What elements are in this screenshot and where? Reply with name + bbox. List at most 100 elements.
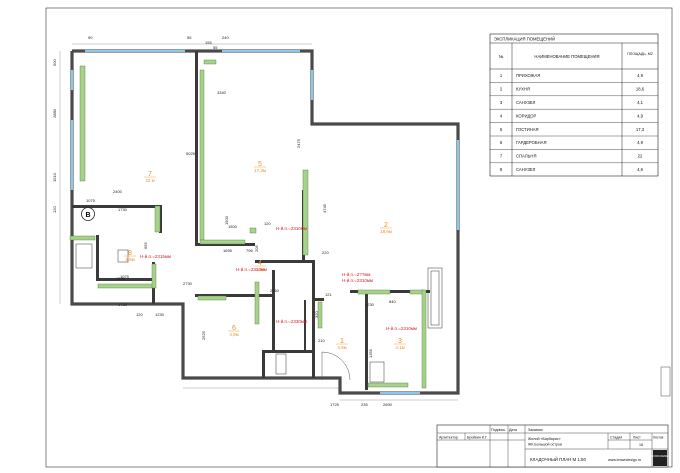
room-area: 4,6м xyxy=(125,257,134,262)
room-area: 4,9м xyxy=(255,267,264,272)
row-name: САНУЗЕЛ xyxy=(516,167,536,172)
dimension-label: 2525 xyxy=(201,330,206,340)
row-area: 4,6 xyxy=(637,167,643,172)
room-area: 4,9м xyxy=(229,332,238,337)
brand-logo xyxy=(653,450,667,466)
dimension-label: 240 xyxy=(222,35,229,40)
row-name: ГАРДЕРОБНАЯ xyxy=(516,140,546,145)
dimension-label: 2880 xyxy=(52,108,57,118)
row-number: 2 xyxy=(500,87,503,92)
dimension-label: 210 xyxy=(318,338,325,343)
green-partition xyxy=(254,281,260,325)
dimension-label: 2475 xyxy=(296,138,301,148)
explication-title: ЭКСПЛИКАЦИЯ ПОМЕЩЕНИЙ xyxy=(494,37,555,42)
door-swing xyxy=(321,351,351,381)
row-name: КОРИДОР xyxy=(516,113,537,118)
dimension-label: 121 xyxy=(325,292,332,297)
wall-segment xyxy=(72,205,162,208)
stage-label: Стадия xyxy=(610,436,622,440)
dimension-label: 1075 xyxy=(120,274,130,279)
ceiling-height-label: Н-й.п.=2310мм xyxy=(276,225,307,231)
drawing-title: КЛАДОЧНЫЙ ПЛАН М 1:50 xyxy=(530,457,587,462)
green-partition xyxy=(367,382,409,388)
row-number: 1 xyxy=(500,73,503,78)
wall-segment xyxy=(312,260,315,378)
explication-row: 2 КУХНЯ 18,6 xyxy=(500,87,645,92)
green-partition xyxy=(357,289,391,295)
wall-segment xyxy=(195,294,275,297)
title-block: Подпись Дата Заказчик Архитектор Бройкин… xyxy=(436,424,670,468)
dimension-label: 2690 xyxy=(383,402,393,407)
ceiling-height-label: Н-й.п.=2330мм xyxy=(276,318,307,324)
dimension-label: 1230 xyxy=(365,302,375,307)
row-number: 7 xyxy=(500,154,503,159)
row-area: 4,1 xyxy=(637,100,643,105)
room-number: 2 xyxy=(384,222,388,229)
dimension-label: 1075 xyxy=(86,198,96,203)
ceiling-height-label: Н-й.п.=2310мм xyxy=(386,325,417,331)
ceiling-height-label: Н-й.п.=2310мм xyxy=(342,277,373,283)
row-area: 18,6 xyxy=(636,87,645,92)
row-name: САНУЗЕЛ xyxy=(516,100,536,105)
row-number: 5 xyxy=(500,127,503,132)
dimension-label: 55 xyxy=(213,45,218,50)
architect-label: Архитектор xyxy=(439,436,458,440)
dimension-label: 655 xyxy=(143,242,148,249)
dimension-label: 2560 xyxy=(270,288,280,293)
section-marker-label: В xyxy=(85,212,90,219)
bathtub xyxy=(427,267,443,329)
row-name: ПРИХОЖАЯ xyxy=(516,73,540,78)
architect-name: Бройкин К.Г xyxy=(467,436,487,440)
room-area: 18,6м xyxy=(380,229,392,234)
row-area: 4,9 xyxy=(637,140,643,145)
fixtures xyxy=(75,243,443,383)
project-line1: Жилой «Барбарис» xyxy=(528,437,561,441)
col-name-header: НАИМЕНОВАНИЕ ПОМЕЩЕНИЯ xyxy=(534,54,599,59)
row-name: ГОСТИНАЯ xyxy=(516,127,539,132)
room-number: 3 xyxy=(398,338,402,345)
dimension-label: 4745 xyxy=(322,203,327,213)
frame-border xyxy=(45,7,673,468)
project-line2: ЖК Большой остров xyxy=(528,443,562,447)
date-label: Дата xyxy=(509,428,517,432)
green-partition xyxy=(197,295,227,301)
windows xyxy=(70,49,460,395)
wall-segment xyxy=(304,300,306,350)
dimension-label: 120 xyxy=(136,312,143,317)
col-area-header: ПЛОЩАДЬ, М2 xyxy=(627,52,652,56)
ceiling-height-label: Н-й.п.=2??мм xyxy=(342,271,371,277)
stair-block xyxy=(275,353,287,375)
height-labels: Н-й.п.=2310ммН-й.п.=2315ммН-й.п.=2310ммН… xyxy=(140,225,417,331)
wall-segment xyxy=(255,260,315,263)
sheet-label: Лист xyxy=(633,436,641,440)
room-area: 4,1м xyxy=(395,345,404,350)
dimension-label: 220 xyxy=(322,250,329,255)
room-area: 22 м xyxy=(145,178,154,183)
wall-segment xyxy=(262,350,265,378)
green-partition xyxy=(154,205,161,233)
dimension-label: 120 xyxy=(52,206,57,213)
ceiling-height-label: Н-й.п.=2310мм xyxy=(236,266,267,272)
dimension-label: 796 xyxy=(246,248,253,253)
dimension-label: 840 xyxy=(389,299,396,304)
row-number: 6 xyxy=(500,140,503,145)
room-number: 8 xyxy=(128,250,132,257)
green-partition xyxy=(69,235,96,241)
room-number: 1 xyxy=(340,338,344,345)
row-name: КУХНЯ xyxy=(516,87,530,92)
green-partition xyxy=(151,263,157,289)
row-area: 22 xyxy=(638,154,643,159)
brand-strip xyxy=(660,366,671,397)
wall-segment xyxy=(195,243,255,246)
website: www.browndesign.ru xyxy=(608,458,641,462)
green-partition xyxy=(421,289,427,389)
green-partition xyxy=(97,283,155,289)
dimension-label: 1355 xyxy=(368,348,373,358)
room-number: 7 xyxy=(148,171,152,178)
